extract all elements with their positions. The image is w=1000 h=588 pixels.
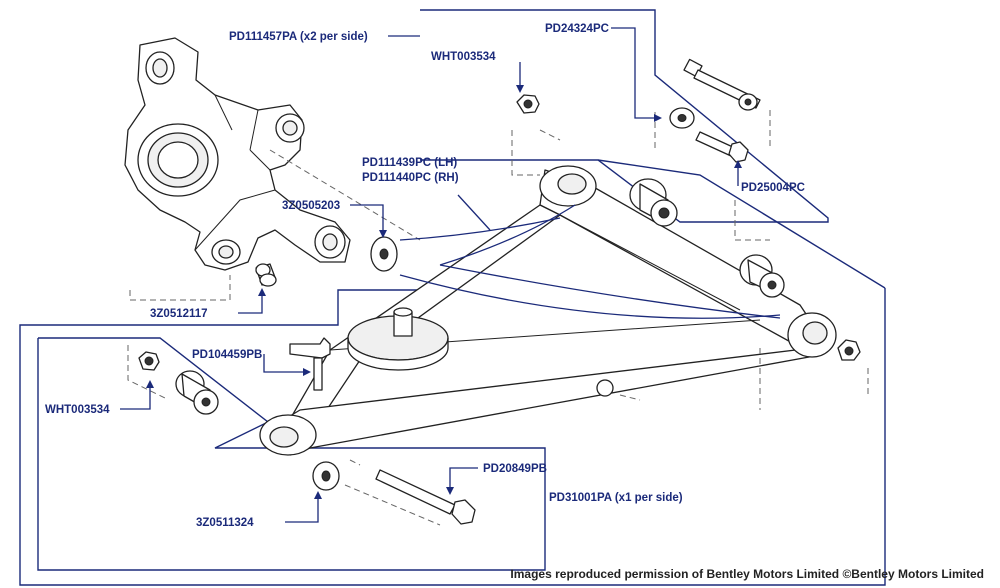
- label-pd104459pb: PD104459PB: [192, 349, 262, 361]
- label-pd111439pc-lh: PD111439PC (LH): [362, 157, 457, 169]
- hub-knuckle-illustration: [124, 37, 421, 301]
- copyright-footer: Images reproduced permission of Bentley …: [510, 567, 984, 581]
- label-pd111457pa: PD111457PA (x2 per side): [229, 31, 368, 43]
- leader-lines: [120, 27, 781, 523]
- label-pd25004pc: PD25004PC: [741, 182, 805, 194]
- leader-arrowheads: [146, 85, 742, 499]
- frame-outer-assembly: [19, 288, 886, 586]
- front-parts-illustration: [127, 337, 476, 526]
- label-3z0512117: 3Z0512117: [150, 308, 208, 320]
- label-pd24324pc: PD24324PC: [545, 23, 609, 35]
- frame-lower-arm-group: [597, 159, 886, 289]
- label-3z0505203: 3Z0505203: [282, 200, 340, 212]
- label-pd31001pa: PD31001PA (x1 per side): [549, 492, 683, 504]
- frame-top-bolt-group: [420, 9, 829, 223]
- label-wht003534-left: WHT003534: [45, 404, 110, 416]
- label-pd111440pc-rh: PD111440PC (RH): [362, 172, 459, 184]
- label-wht003534-top: WHT003534: [431, 51, 496, 63]
- mid-parts-illustration: [255, 236, 861, 361]
- frame-front-bush-group: [37, 337, 546, 571]
- label-pd20849pb: PD20849PB: [483, 463, 547, 475]
- lower-arm-illustration: [259, 165, 869, 456]
- label-3z0511324: 3Z0511324: [196, 517, 254, 529]
- top-fasteners-illustration: [511, 58, 771, 241]
